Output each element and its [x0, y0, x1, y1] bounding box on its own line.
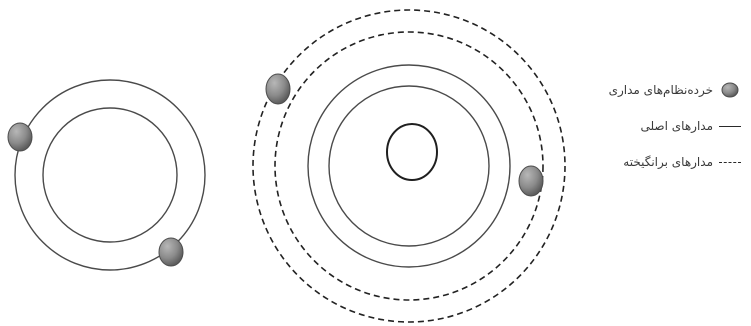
left-atom [8, 80, 205, 270]
left-electron-top [8, 123, 32, 151]
center-dashed-orbit-inner [275, 32, 543, 300]
center-electron-right [519, 166, 543, 196]
electron-marker-icon [719, 81, 741, 99]
left-electron-bottom [159, 238, 183, 266]
solid-line-icon [719, 117, 741, 135]
center-core-orbit [387, 124, 437, 180]
center-solid-orbit-outer [308, 65, 510, 267]
center-dashed-orbit-outer [253, 10, 565, 322]
center-solid-orbit-middle [329, 86, 489, 246]
legend: خرده‌نظام‌های مداری مدارهای اصلی مدارهای… [576, 78, 741, 186]
dashed-line-icon [719, 153, 741, 171]
left-inner-orbit [43, 108, 177, 242]
legend-item-electrons: خرده‌نظام‌های مداری [576, 78, 741, 102]
legend-label-electrons: خرده‌نظام‌های مداری [609, 83, 713, 97]
legend-item-main-orbits: مدارهای اصلی [576, 114, 741, 138]
legend-label-excited-orbits: مدارهای برانگیخته [623, 155, 713, 169]
legend-item-excited-orbits: مدارهای برانگیخته [576, 150, 741, 174]
center-atom [253, 10, 565, 322]
center-electron-left [266, 74, 290, 104]
legend-label-main-orbits: مدارهای اصلی [640, 119, 713, 133]
